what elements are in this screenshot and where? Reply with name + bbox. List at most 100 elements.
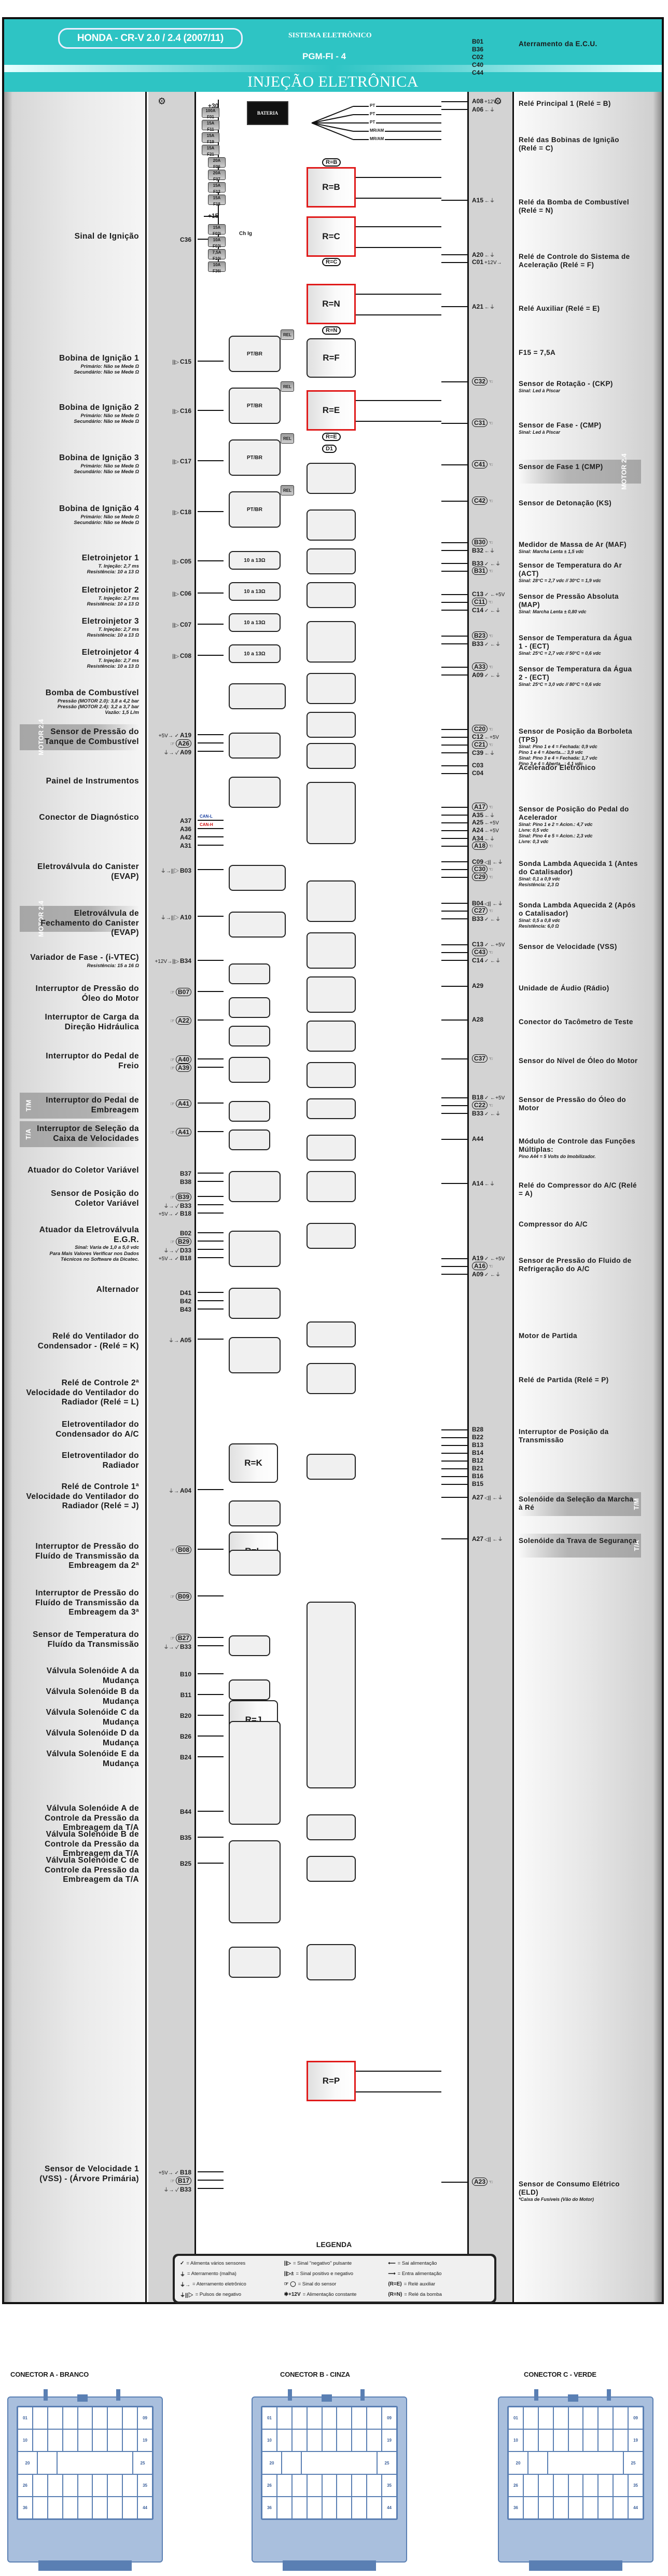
pin-id: B26 [179,1733,191,1740]
ecu-pin: A23☜ [472,2178,494,2186]
connector-cell [38,2452,57,2474]
connector-cell [123,2474,137,2496]
connector-cell [523,2497,538,2519]
connector-cell [108,2497,122,2519]
component-label: Relé de Controle 1ª Velocidade do Ventil… [25,1482,139,1511]
legend-text: = Alimentação constante [302,2291,357,2297]
connector-cell [33,2430,47,2451]
component-label: Conector de Diagnóstico [25,813,139,823]
pin-symbol-icon: ✓ ←+5V [484,1256,505,1262]
oil-level-sensor [307,1135,356,1161]
legend-text: = Alimenta vários sensores [186,2260,246,2266]
alternator [229,1288,281,1319]
component-title: Interruptor do Pedal de Embreagem [46,1096,139,1114]
ecu-pin: ||▷C07 [171,621,191,628]
component-title: Eletroválvula de Fechamento do Canister … [40,909,139,938]
ecu-pin: A09✓ ←⏚ [472,671,502,679]
pin-symbol-icon: ☞ [170,741,175,747]
component-title: Solenóide da Seleção da Marcha à Ré [519,1495,634,1512]
pin-symbol-icon: ←⏚ [484,198,495,204]
pin-symbol-icon: ✓ ←⏚ [484,673,501,679]
pin-id: A15 [472,197,484,204]
pin-id: C21 [472,740,488,749]
connector-cell: 10 [509,2430,523,2451]
component-spec: Secundário: Não se Mede Ω [74,469,139,475]
reverse-lock-solenoid [307,1814,356,1840]
ecu-pin: A18☜ [472,842,494,850]
pin-symbol-icon: ☜ [489,462,493,468]
system-code: PGM-FI - 4 [302,51,346,61]
fuel-injector: 10 a 13Ω [229,644,281,663]
ecu-pin: ☞A22 [169,1016,191,1025]
ecu-pin: B16 [472,1472,485,1480]
component-title: Sensor de Pressão Absoluta (MAP) [519,593,619,609]
legend-symbol-icon: ⟵ [388,2260,396,2266]
connector-cell [367,2407,382,2429]
ground-wire [311,122,354,132]
pin-symbol-icon: ⏚→ [168,1489,179,1494]
pin-id: B30 [472,538,488,546]
coil-top-wire-label: PT/BR [247,403,262,409]
component-label: Sensor de Temperatura da Água 1 - (ECT)S… [519,634,638,656]
component-title: Medidor de Massa de Ar (MAF) [519,541,627,548]
o2-sensor-2 [307,976,356,1013]
component-title: Sonda Lambda Aquecida 1 (Antes do Catali… [519,860,638,876]
connector-cell: 20 [509,2452,527,2474]
ecu-pin: B33✓ ←⏚ [472,1109,502,1117]
pin-id: B21 [472,1465,484,1472]
pin-symbol-icon: ✓ ←⏚ [484,642,501,648]
connector-cell [599,2497,613,2519]
pin-symbol-icon: ☞ [170,1636,175,1642]
component-title: Válvula Solenóide D da Mudança [46,1729,139,1747]
ecu-pin: B31☜ [472,567,494,575]
pin-id: B23 [472,631,488,640]
ecu-pin: C04 [472,769,485,777]
wire-color-label: PT [369,120,377,125]
component-title: Relé do Ventilador do Condensador - (Rel… [37,1332,139,1351]
component-title: Painel de Instrumentos [46,777,139,786]
component-spec: Sinal: Pino 4 e 5 = Acion.: 2,3 vdc [519,833,593,838]
ecu-pin: ☞A26 [169,739,191,748]
pin-symbol-icon: ◁|| ←⏚ [484,860,503,865]
ecu-pin: C12←+5V [472,733,500,740]
ecu-pin: C44 [472,69,485,76]
map-sensor [307,673,356,704]
component-title: Sensor de Fase - (CMP) [519,421,602,429]
pin-id: B43 [179,1306,191,1313]
fuel-injector: 10 a 13Ω [229,582,281,601]
component-title: Sensor do Nível de Óleo do Motor [519,1057,638,1065]
connector-cell [583,2430,598,2451]
pin-symbol-icon: ⏚→ ✓ [163,750,179,756]
connector-cell [367,2430,382,2451]
pin-symbol-icon: ||▷ [172,409,179,415]
pin-id: A44 [472,1135,484,1142]
pin-id: B03 [179,867,191,874]
ecu-pin: ||▷C17 [171,458,191,465]
component-label: Interruptor do Pedal de Freio [25,1052,139,1071]
connector-cell: 36 [509,2497,523,2519]
pin-id: B33 [472,915,484,922]
fuse-id: F19 [207,140,214,144]
variant-tag: T/A [20,1121,139,1147]
pin-id: B28 [472,1426,484,1433]
connector-cell [337,2407,352,2429]
component-title: Sensor de Posição do Pedal do Acelerador [519,805,629,822]
connector-cell [48,2474,62,2496]
component-title: Módulo de Controle das Funções Múltiplas… [519,1137,636,1154]
ecu-pin: C03 [472,762,485,769]
pin-symbol-icon: ☜ [489,421,493,426]
ecu-pin: B42 [178,1298,191,1305]
pin-id: A36 [179,825,191,833]
pin-id: A18 [472,842,488,850]
legend-symbol-icon: ⟶ [388,2270,396,2277]
legend-item: ☞ ◯= Sinal do sensor [284,2279,385,2289]
component-title: Atuador da Eletroválvula E.G.R. [39,1225,139,1244]
ecu-pin: A09✓ ←⏚ [472,1270,502,1278]
component-spec: Secundário: Não se Mede Ω [74,418,139,424]
pin-symbol-icon: ☜ [489,867,493,873]
fuse-id: F11 [207,127,214,132]
